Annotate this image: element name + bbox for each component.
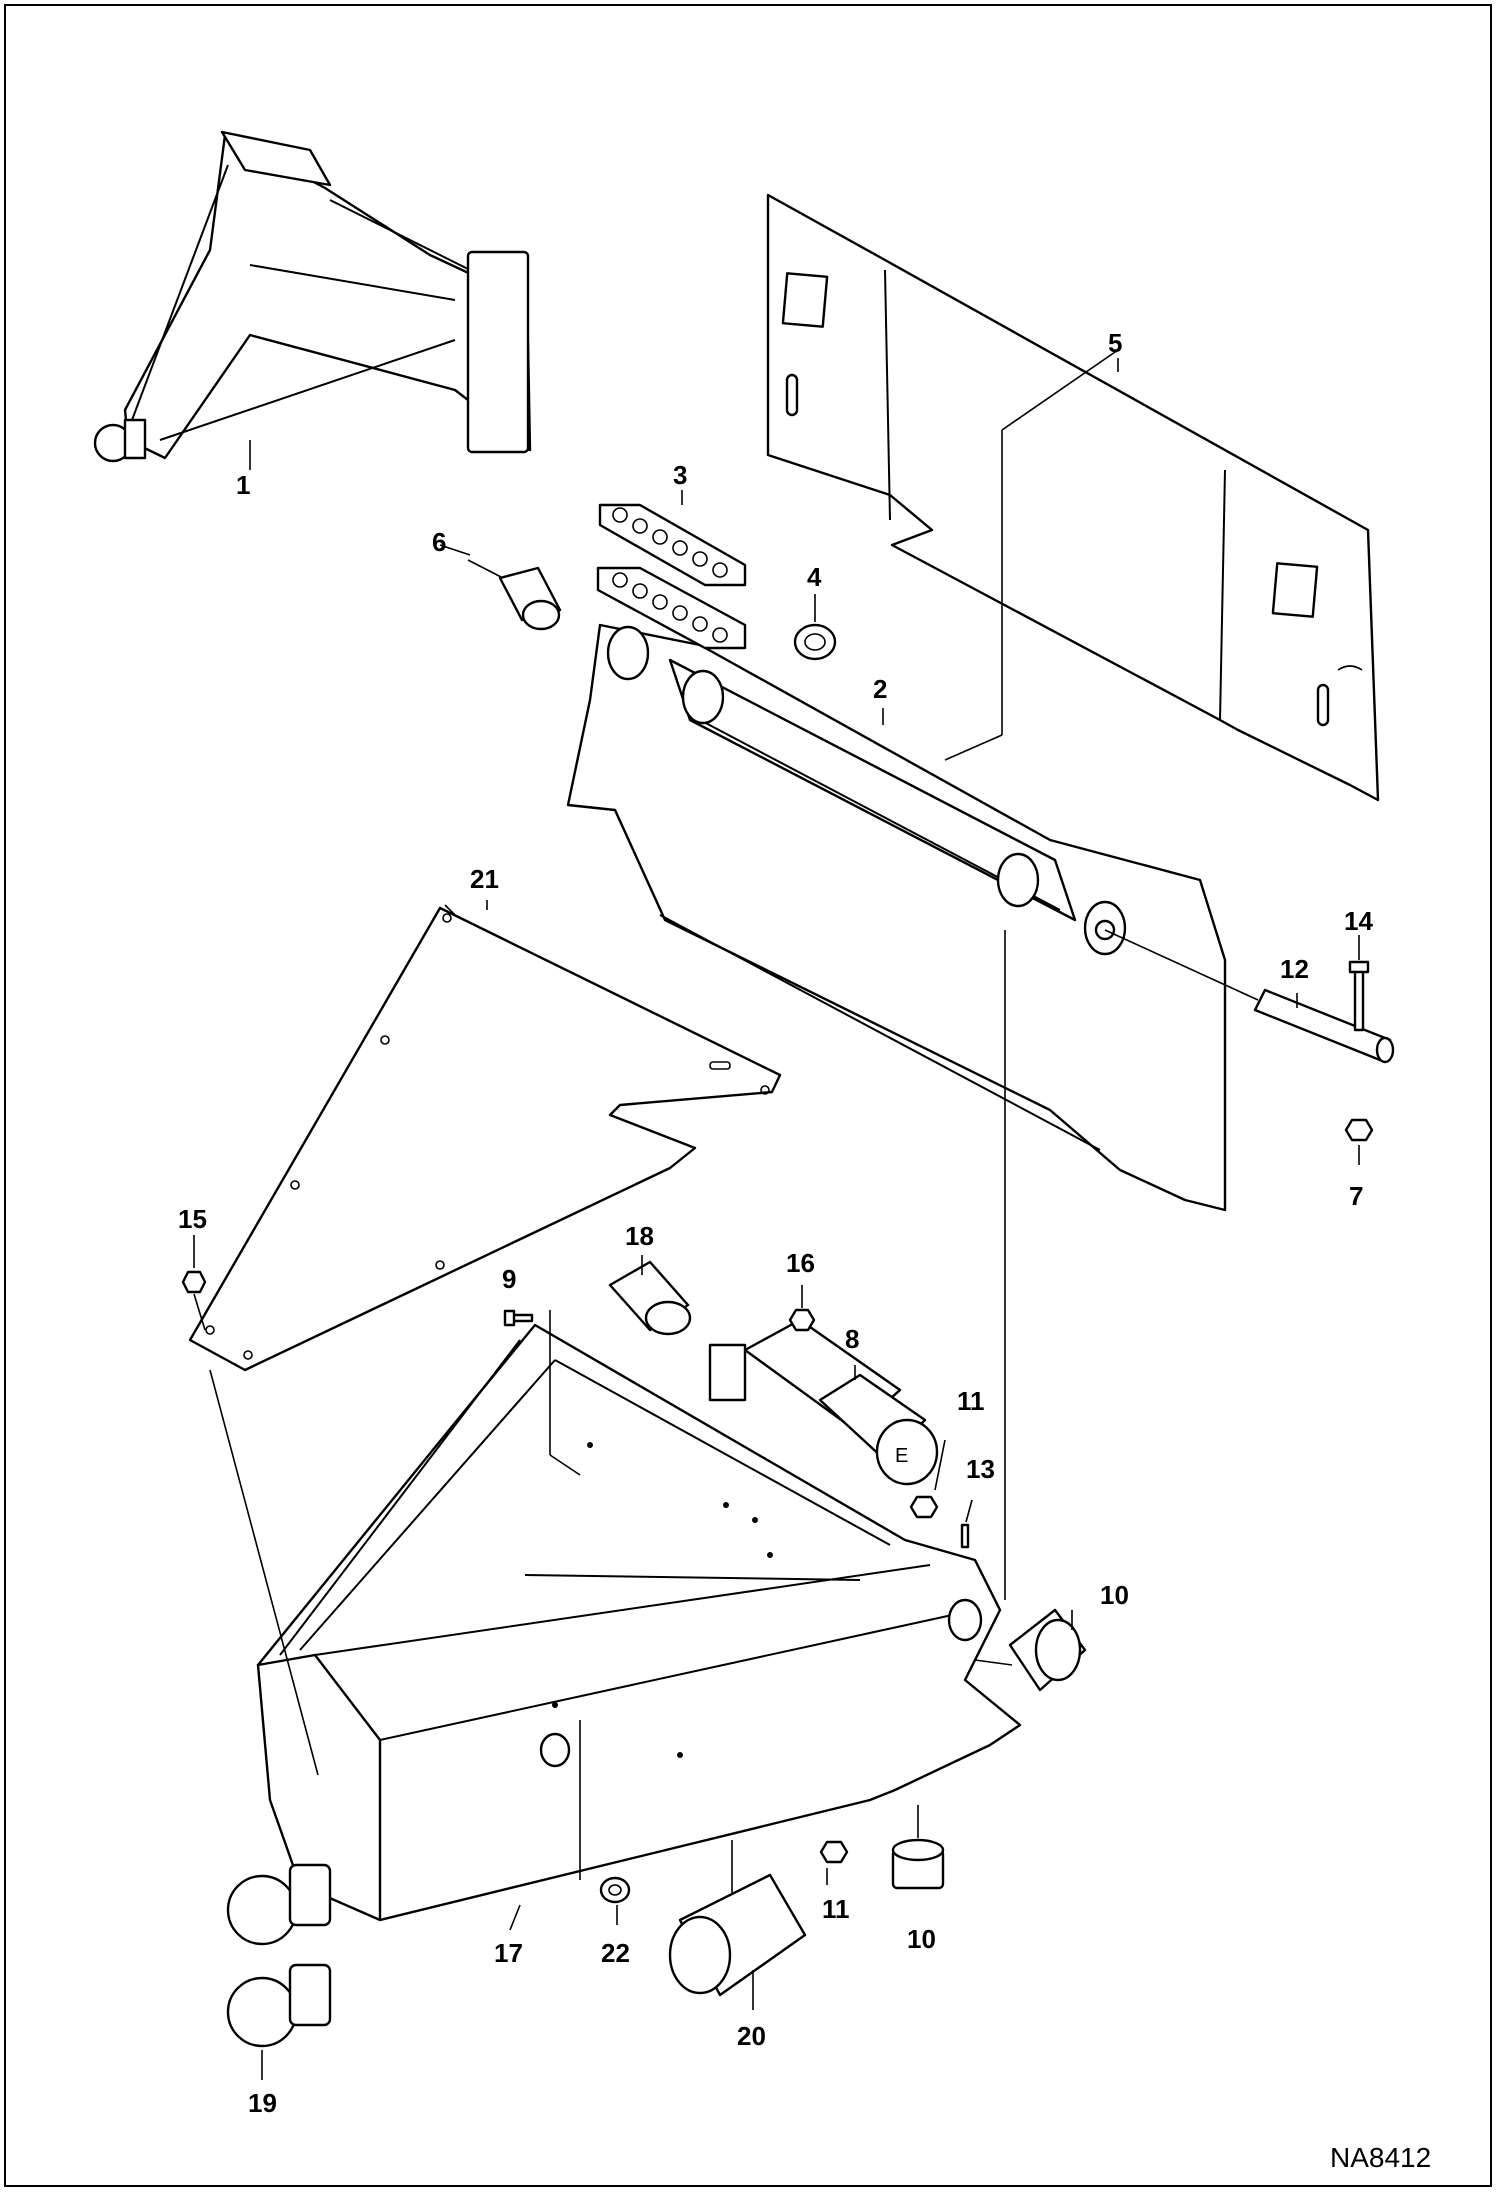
- callout-10-right: 10: [1100, 1580, 1129, 1610]
- callout-4: 4: [807, 562, 822, 592]
- tube-20: [668, 1840, 807, 1997]
- leader-lines: [249, 358, 1298, 2080]
- callout-17: 17: [494, 1938, 523, 1968]
- washer-22: [579, 1720, 631, 1904]
- bolt-14: [1348, 935, 1370, 1032]
- callouts: 1 2 3 4 5 6 7 8 9 10 10 11 11 12 13 14 1…: [178, 328, 1373, 2118]
- bolt-9: [503, 1309, 534, 1327]
- callout-1: 1: [236, 470, 250, 500]
- callout-20: 20: [737, 2021, 766, 2051]
- callout-3: 3: [673, 460, 687, 490]
- callout-21: 21: [470, 864, 499, 894]
- callout-7: 7: [1349, 1181, 1363, 1211]
- callout-9: 9: [502, 1264, 516, 1294]
- callout-16: 16: [786, 1248, 815, 1278]
- callout-6: 6: [432, 527, 446, 557]
- callout-15: 15: [178, 1204, 207, 1234]
- nut-16: [788, 1285, 816, 1332]
- grease-fitting-13: [960, 1499, 973, 1549]
- rubber-stop-right: [974, 1608, 1087, 1692]
- mounting-plate: [766, 193, 1380, 802]
- nut-11-lower: [819, 1840, 849, 1864]
- drawing-id: NA8412: [1330, 2142, 1431, 2173]
- hitch-ball-installed: [226, 1863, 332, 1946]
- callout-10-bottom: 10: [907, 1924, 936, 1954]
- pin-bracket-upper: [598, 503, 747, 587]
- assembled-hitch: [93, 130, 532, 463]
- pivot-pin: [1104, 929, 1395, 1064]
- a-frame: [256, 1323, 1022, 1922]
- callout-5: 5: [1108, 328, 1122, 358]
- nut-11-upper: [909, 1495, 939, 1519]
- callout-14: 14: [1344, 906, 1373, 936]
- bushing-4: [793, 594, 837, 661]
- hitch-ball-19: [226, 1963, 332, 2048]
- sleeve-18: [608, 1255, 692, 1336]
- callout-11-lower: 11: [822, 1894, 850, 1924]
- pin-bracket-lower: [596, 566, 747, 650]
- guard-plate: [188, 904, 782, 1372]
- quick-tach-frame: [566, 623, 1227, 1212]
- callout-8: 8: [845, 1324, 859, 1354]
- nut-7: [1344, 1118, 1374, 1165]
- rubber-stop-bottom: [891, 1805, 945, 1890]
- callout-22: 22: [601, 1938, 630, 1968]
- callout-13: 13: [966, 1454, 995, 1484]
- callout-2: 2: [873, 674, 887, 704]
- bushing-6: [467, 559, 562, 631]
- svg-text:E: E: [895, 1445, 908, 1467]
- bolt-15: [181, 1235, 207, 1331]
- callout-19: 19: [248, 2088, 277, 2118]
- callout-11-upper: 11: [957, 1386, 985, 1416]
- callout-18: 18: [625, 1221, 654, 1251]
- actuator-8: E: [708, 1318, 939, 1486]
- callout-12: 12: [1280, 954, 1309, 984]
- assembly-lines: [209, 930, 1006, 1776]
